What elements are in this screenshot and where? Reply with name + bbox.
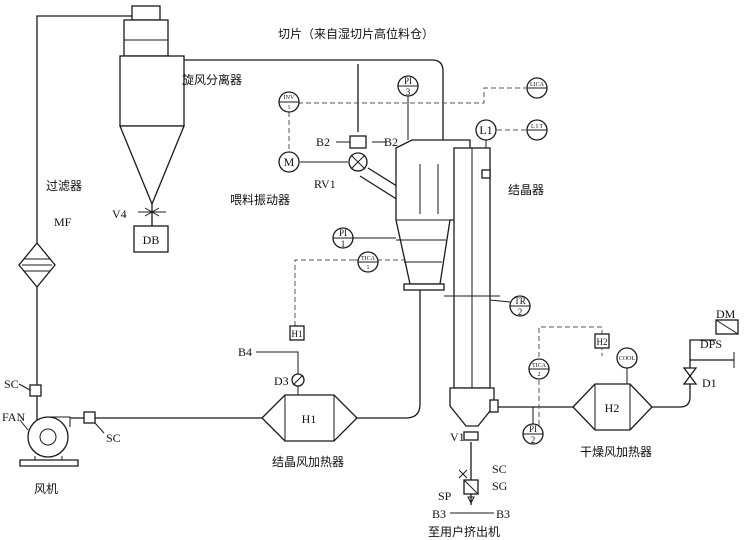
fan-code-label: FAN	[2, 410, 25, 424]
rv1-label: RV1	[314, 177, 336, 191]
h1-label: H1	[302, 412, 317, 426]
d1-valve	[682, 367, 698, 385]
pipe-h2-to-d1	[652, 359, 734, 408]
feed-note: 切片（来自湿切片高位料仓）	[278, 26, 434, 41]
fan-label: 风机	[34, 482, 58, 496]
signal-lines	[288, 87, 603, 425]
heater-h2: H2	[572, 383, 653, 431]
svg-text:2: 2	[538, 372, 541, 378]
v1-label: V1	[450, 430, 465, 444]
db-bin: DB	[133, 225, 169, 253]
svg-text:H1: H1	[292, 329, 303, 339]
instrument-pi2: PI 2	[522, 407, 544, 445]
svg-text:PI: PI	[339, 228, 347, 238]
svg-text:1: 1	[288, 105, 291, 111]
svg-text:2: 2	[518, 307, 523, 317]
filter-mf	[18, 241, 56, 289]
svg-text:3: 3	[406, 87, 411, 97]
instrument-pi3: PI 3	[397, 75, 419, 140]
svg-text:PI: PI	[404, 76, 412, 86]
v1-valve	[463, 431, 479, 441]
mf-label: MF	[54, 215, 72, 229]
filter-label: 过滤器	[46, 179, 82, 193]
sp-label: SP	[438, 489, 452, 503]
instrument-cool: COOL	[616, 347, 638, 384]
d3-gauge	[291, 373, 305, 387]
svg-text:1: 1	[341, 239, 346, 249]
pipe-network	[36, 15, 734, 514]
cryst-heater-label: 结晶风加热器	[272, 455, 344, 469]
instrument-pi1: PI 1	[332, 227, 396, 249]
h2-label: H2	[605, 401, 620, 415]
heater-h1: H1	[261, 394, 358, 442]
outlet-valves	[458, 469, 479, 505]
dps-label: DPS	[700, 337, 722, 351]
v4-label: V4	[112, 207, 127, 221]
sg-label: SG	[492, 479, 508, 493]
pipe-dm-branch	[689, 339, 716, 360]
svg-text:TR: TR	[514, 296, 526, 306]
sc-label-left: SC	[4, 377, 19, 391]
svg-text:TICA: TICA	[532, 363, 547, 369]
crystallizer-column	[444, 147, 500, 441]
instrument-tr2: TR 2	[489, 295, 531, 317]
b3-label-left: B3	[432, 507, 446, 521]
motor-m: M	[278, 151, 300, 173]
rotary-valve-rv1	[348, 135, 368, 172]
sc-label-right: SC	[106, 431, 121, 445]
b3-label-right: B3	[496, 507, 510, 521]
crystallizer-label: 结晶器	[508, 183, 544, 197]
cyclone-separator	[119, 5, 185, 226]
pipe-h1-to-crystallizer	[357, 289, 421, 419]
d3-label: D3	[274, 374, 289, 388]
svg-text:INV: INV	[284, 95, 295, 101]
dm-box	[715, 319, 739, 368]
svg-text:H2: H2	[597, 337, 608, 347]
svg-text:TICA: TICA	[361, 256, 376, 262]
svg-text:2: 2	[531, 435, 536, 445]
fan	[18, 383, 105, 467]
b2-label-right: B2	[384, 135, 398, 149]
svg-text:LICA: LICA	[530, 82, 545, 88]
sc-box-left	[29, 384, 42, 397]
svg-text:M: M	[284, 155, 295, 169]
vibrator-label: 喂料振动器	[230, 193, 290, 207]
instrument-lica: LICA	[526, 77, 548, 99]
dm-label: DM	[716, 307, 736, 321]
level-l1: L1	[475, 119, 497, 148]
pipe-crystallizer-to-cyclone	[155, 59, 444, 144]
svg-text:COOL: COOL	[619, 356, 636, 362]
cyclone-label: 旋风分离器	[182, 72, 242, 87]
svg-text:L1: L1	[479, 123, 492, 137]
labels: 切片（来自湿切片高位料仓） 旋风分离器 喂料振动器 过滤器 风机 结晶器 结晶风…	[2, 26, 736, 539]
h2-controller: H2	[594, 333, 610, 349]
sc-label-outlet: SC	[492, 462, 507, 476]
dry-heater-label: 干燥风加热器	[580, 445, 652, 459]
feed-chute	[359, 167, 401, 201]
instrument-tica2: TICA 2	[528, 358, 550, 380]
b4-label: B4	[238, 345, 252, 359]
d1-label: D1	[702, 376, 717, 390]
instrument-lit: L I T	[526, 119, 548, 141]
instrument-tica1: TICA 1	[357, 251, 379, 273]
db-label: DB	[143, 233, 160, 247]
b2-label-left: B2	[316, 135, 330, 149]
h1-controller: H1	[289, 325, 305, 341]
instrument-inv: INV 1	[278, 91, 300, 113]
svg-text:1: 1	[367, 265, 370, 271]
pipe-filter-to-cyclone	[36, 15, 132, 243]
svg-text:L I T: L I T	[531, 124, 543, 130]
svg-text:PI: PI	[529, 424, 537, 434]
sc-box-right	[83, 411, 96, 424]
extruder-label: 至用户挤出机	[428, 524, 500, 539]
sp-valve	[458, 469, 468, 479]
